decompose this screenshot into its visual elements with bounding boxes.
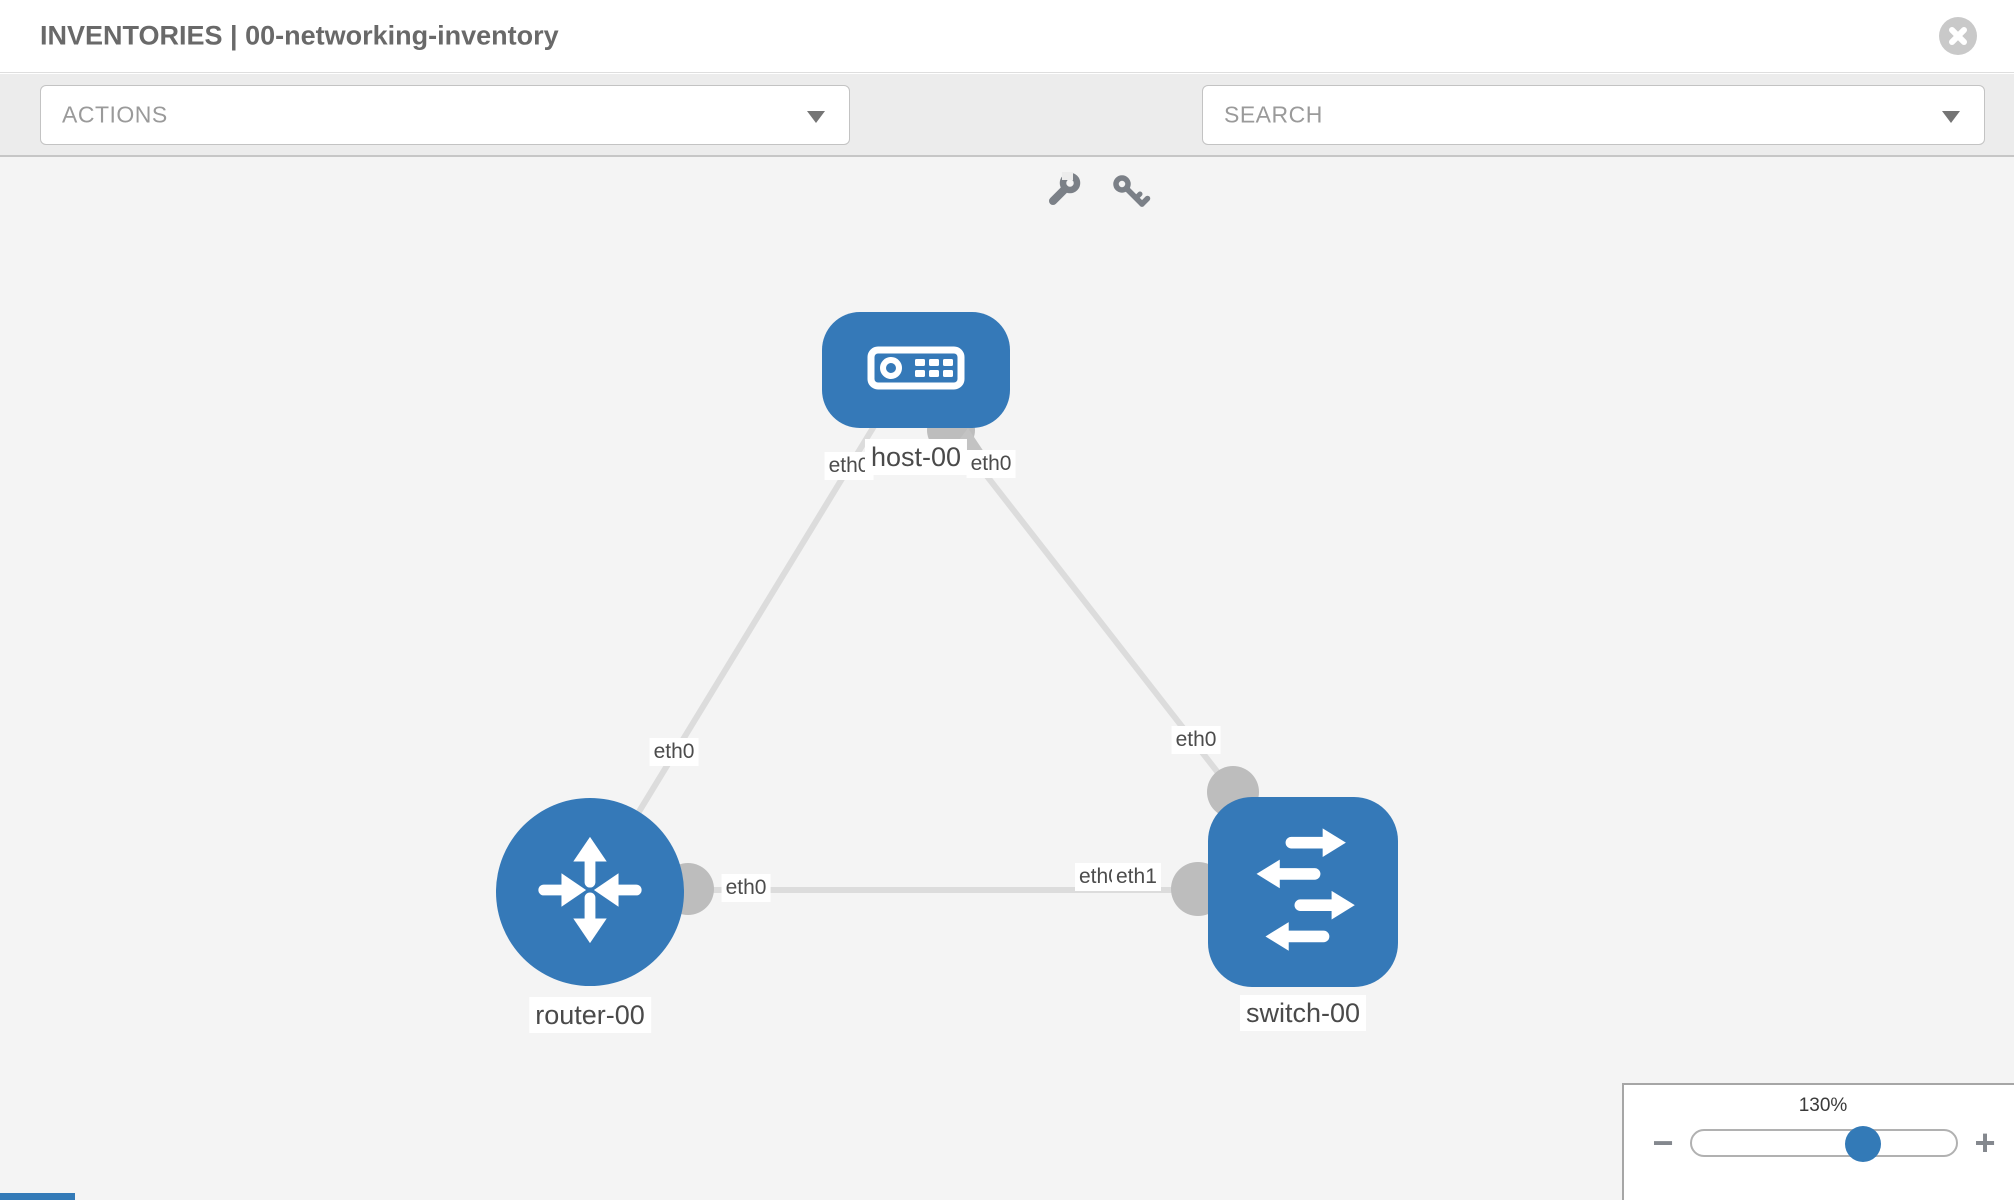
- bottom-left-accent-bar: [0, 1193, 75, 1200]
- wrench-icon: [1046, 168, 1082, 211]
- page-title: INVENTORIES | 00-networking-inventory: [40, 20, 559, 51]
- node-label-switch: switch-00: [1239, 995, 1367, 1032]
- topology-canvas[interactable]: [0, 157, 2014, 1200]
- key-icon: [1112, 175, 1152, 212]
- node-label-host: host-00: [864, 439, 968, 476]
- key-button[interactable]: [1112, 175, 1152, 209]
- router-icon: [531, 831, 649, 954]
- toolbar: ACTIONS SEARCH: [0, 74, 2014, 207]
- zoom-slider-thumb[interactable]: [1845, 1126, 1881, 1162]
- host-icon: [866, 345, 966, 396]
- chevron-down-icon: [1942, 111, 1960, 123]
- iface-label: eth1: [1112, 863, 1161, 892]
- node-label-router: router-00: [529, 997, 651, 1034]
- wrench-button[interactable]: [1046, 168, 1082, 211]
- actions-dropdown[interactable]: ACTIONS: [40, 85, 850, 145]
- zoom-out-button[interactable]: −: [1652, 1125, 1673, 1161]
- header: INVENTORIES | 00-networking-inventory: [0, 0, 2014, 73]
- iface-label: eth0: [721, 874, 771, 903]
- iface-label: eth0: [966, 450, 1016, 479]
- zoom-panel: 130% − +: [1622, 1083, 2014, 1200]
- close-button[interactable]: [1939, 17, 1977, 55]
- node-router-00[interactable]: [496, 798, 684, 986]
- iface-label: eth0: [1171, 726, 1221, 755]
- chevron-down-icon: [807, 111, 825, 123]
- zoom-in-button[interactable]: +: [1974, 1125, 1995, 1161]
- switch-icon: [1244, 823, 1362, 962]
- search-dropdown-label: SEARCH: [1224, 101, 1323, 128]
- minus-icon: −: [1652, 1122, 1674, 1163]
- search-dropdown[interactable]: SEARCH: [1202, 85, 1985, 145]
- node-switch-00[interactable]: [1208, 797, 1398, 987]
- zoom-level-value: 130%: [1798, 1095, 1848, 1116]
- iface-label: eth0: [649, 738, 699, 767]
- actions-dropdown-label: ACTIONS: [62, 101, 168, 128]
- node-host-00[interactable]: [822, 312, 1010, 428]
- zoom-slider[interactable]: [1690, 1129, 1958, 1157]
- plus-icon: +: [1974, 1122, 1996, 1163]
